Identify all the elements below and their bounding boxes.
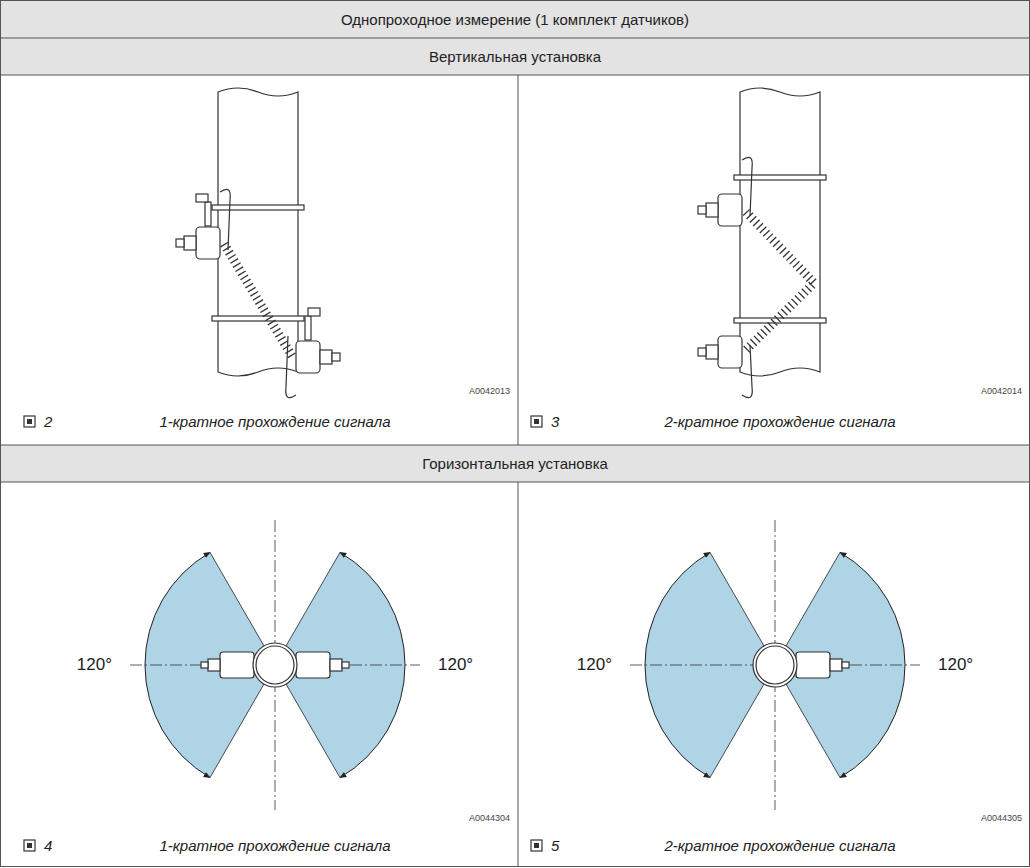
header-band (0, 445, 1030, 482)
pipe-vertical (740, 88, 820, 376)
figure-number: 2 (44, 413, 52, 430)
section-header: Горизонтальная установка (422, 455, 608, 472)
transducer (176, 189, 340, 397)
figure-number: 3 (551, 413, 559, 430)
section-header: Вертикальная установка (429, 48, 601, 65)
angle-label: 120° (577, 655, 612, 675)
angle-label: 120° (438, 655, 473, 675)
figure-number: 5 (551, 837, 559, 854)
header-band (0, 0, 1030, 38)
figure-caption: 2-кратное прохождение сигнала (664, 413, 895, 430)
figure-code: A0042013 (469, 386, 510, 396)
pipe-vertical (218, 88, 298, 376)
clamp-strap (212, 205, 304, 321)
figure-caption: 1-кратное прохождение сигнала (159, 837, 390, 854)
transducer (698, 157, 752, 397)
figure-icon (531, 416, 542, 427)
figure-caption: 2-кратное прохождение сигнала (664, 837, 895, 854)
center-line (130, 520, 420, 810)
header-band (0, 38, 1030, 75)
clamp-strap (734, 175, 826, 323)
figure-number: 4 (44, 837, 52, 854)
transducer (201, 643, 349, 687)
table-title: Однопроходное измерение (1 комплект датч… (341, 11, 689, 28)
figure-icon (24, 840, 35, 851)
transducer (753, 643, 849, 687)
figure-icon (24, 416, 35, 427)
signal-path (224, 244, 292, 356)
figure-code: A0044305 (981, 813, 1022, 823)
signal-path (746, 212, 814, 350)
center-line (630, 520, 920, 810)
angle-label: 120° (77, 655, 112, 675)
figure-code: A0042014 (981, 386, 1022, 396)
figure-caption: 1-кратное прохождение сигнала (159, 413, 390, 430)
angle-label: 120° (938, 655, 973, 675)
figure-icon (531, 840, 542, 851)
figure-code: A0044304 (469, 813, 510, 823)
